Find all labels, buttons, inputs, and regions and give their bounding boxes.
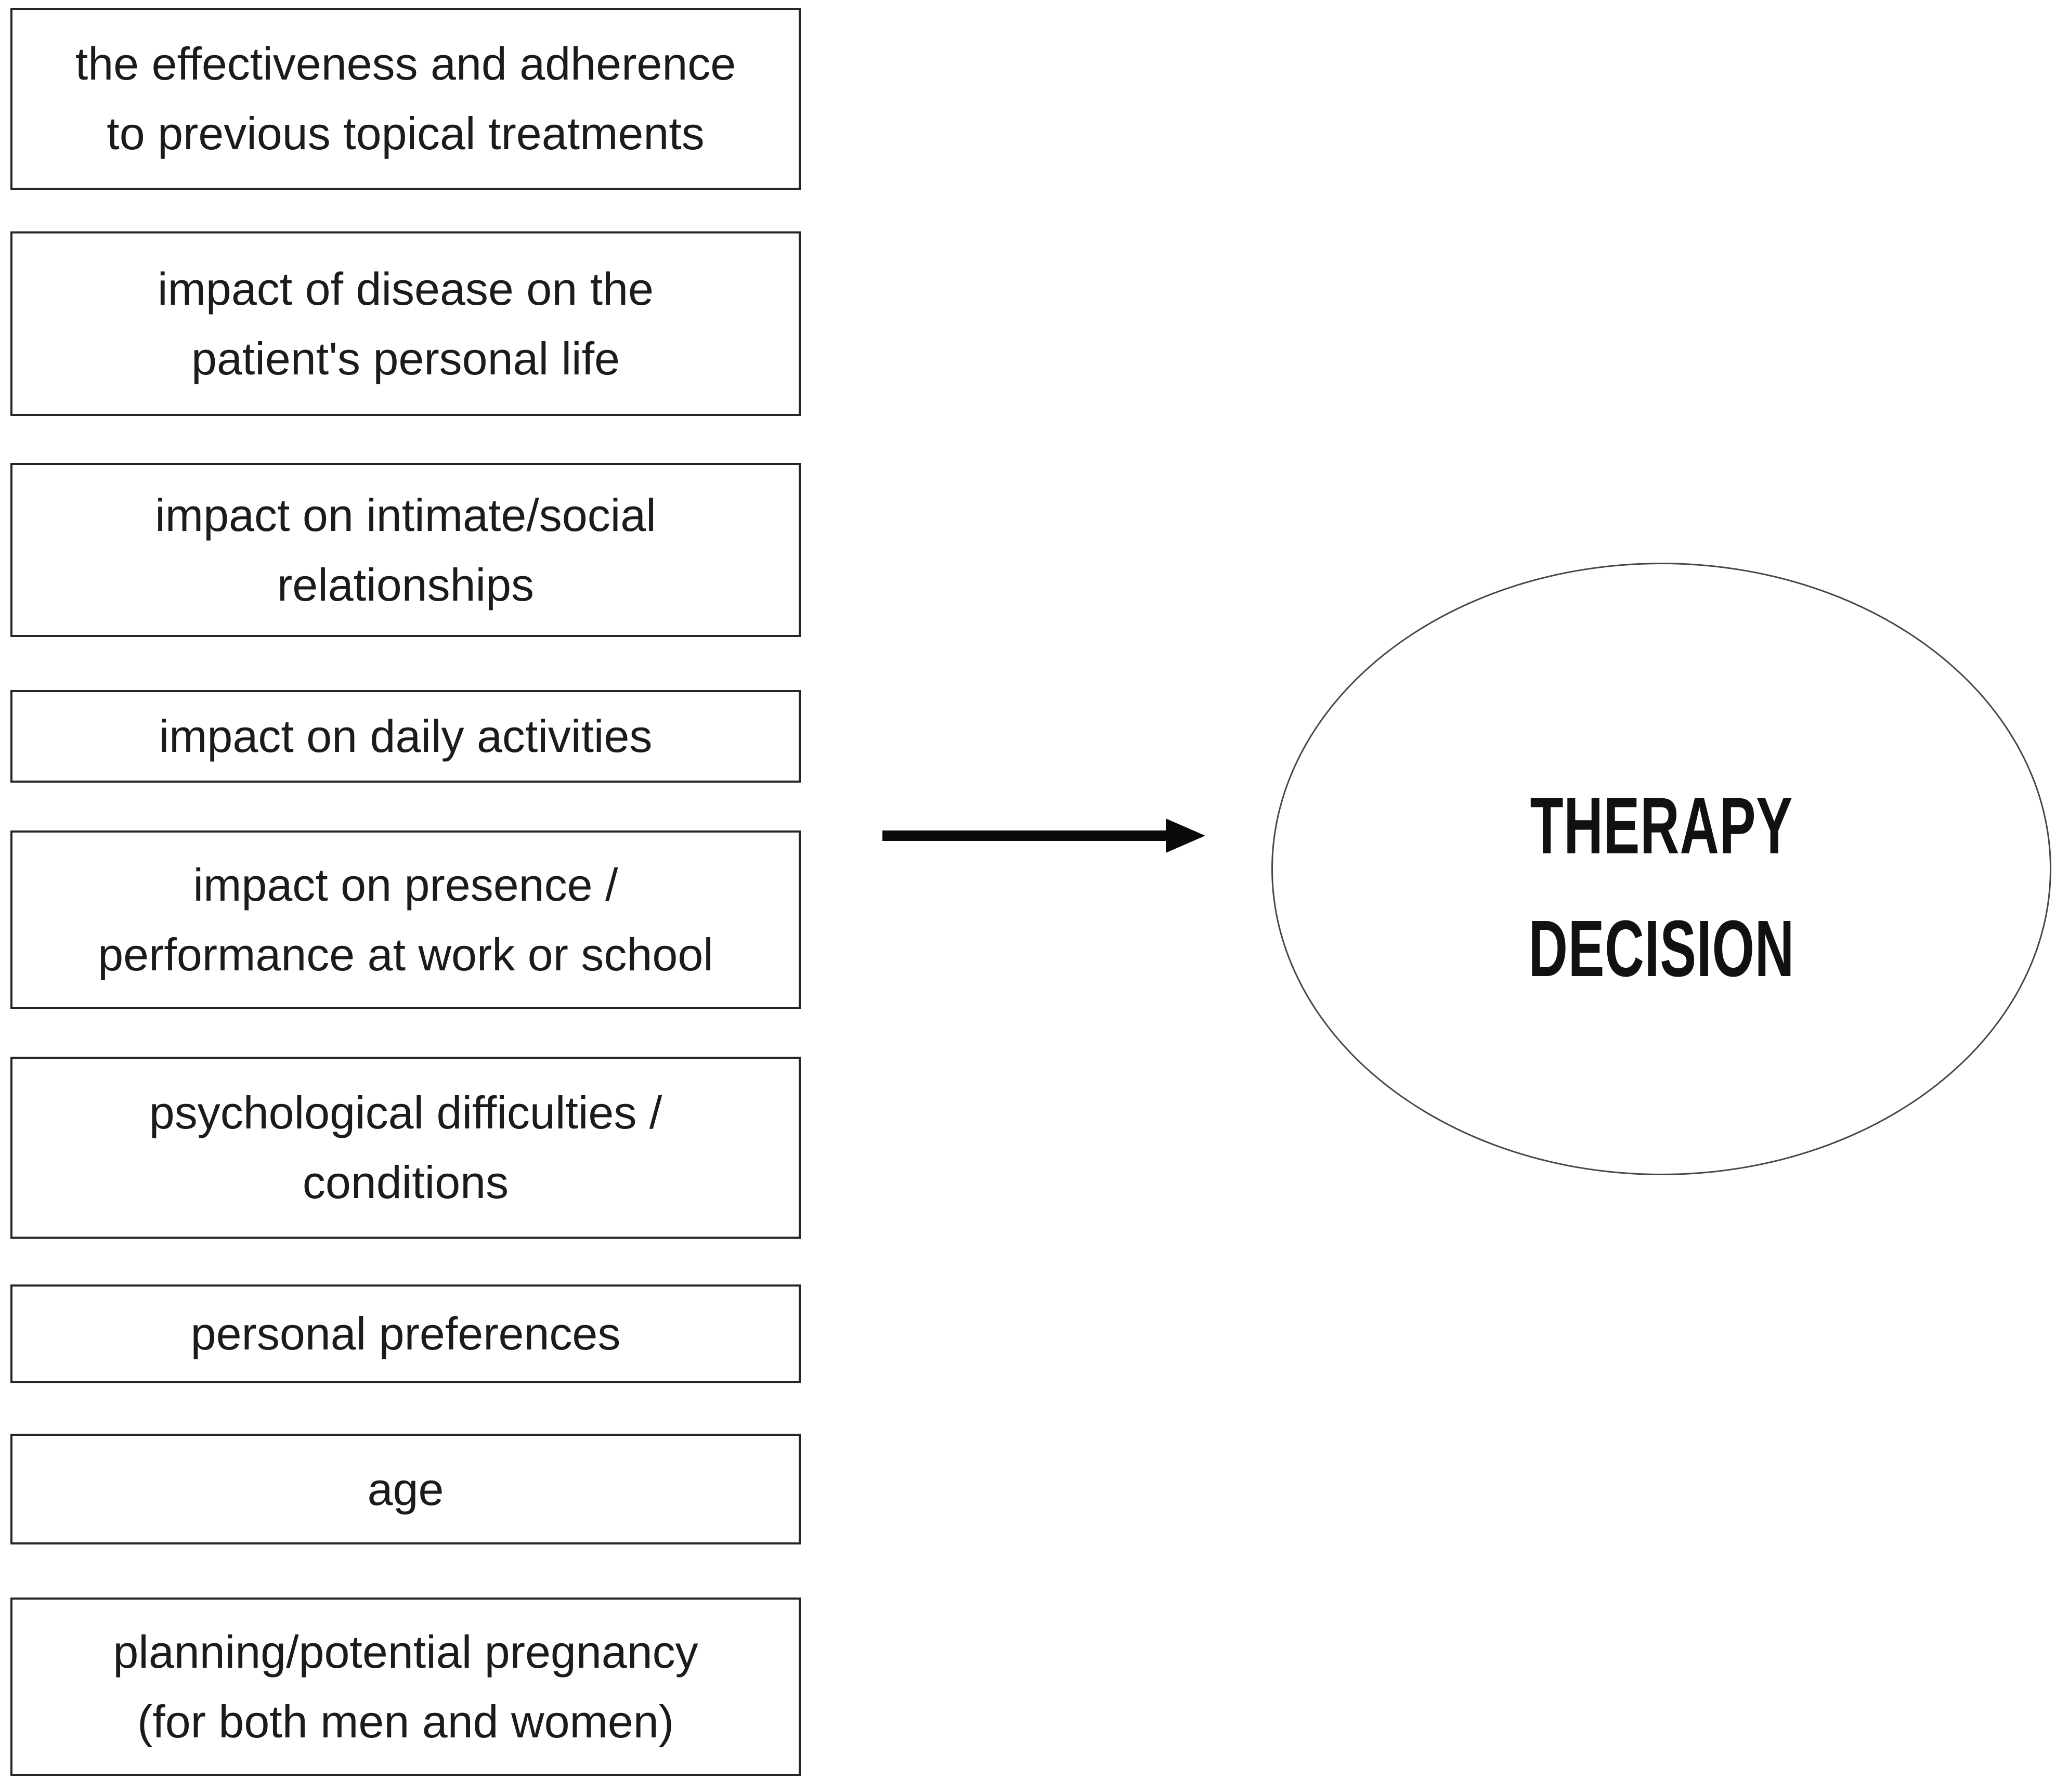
factor-line: impact on daily activities	[159, 710, 653, 762]
factor-line: to previous topical treatments	[107, 108, 705, 159]
factor-box-pregnancy: planning/potential pregnancy (for both m…	[10, 1598, 801, 1776]
factor-line: relationships	[277, 559, 535, 611]
factor-line: patient's personal life	[191, 332, 620, 384]
factor-box-personal-life: impact of disease on the patient's perso…	[10, 231, 801, 416]
factor-box-work-school: impact on presence / performance at work…	[10, 830, 801, 1009]
factor-line: planning/potential pregnancy	[113, 1626, 698, 1678]
ellipse-line: DECISION	[1528, 904, 1794, 993]
factor-line: impact on presence /	[193, 859, 618, 911]
factor-box-preferences: personal preferences	[10, 1284, 801, 1383]
factor-line: personal preferences	[190, 1308, 621, 1359]
factor-line: the effectiveness and adherence	[75, 38, 736, 89]
factor-line: age	[367, 1463, 444, 1515]
arrow-shaft	[882, 830, 1168, 841]
factor-line: impact of disease on the	[158, 263, 654, 315]
factor-box-age: age	[10, 1434, 801, 1544]
therapy-decision-label: THERAPY DECISION	[1528, 764, 1794, 1010]
factor-box-relationships: impact on intimate/social relationships	[10, 463, 801, 637]
ellipse-line: THERAPY	[1530, 781, 1793, 871]
factor-line: (for both men and women)	[137, 1695, 674, 1747]
factor-line: psychological difficulties /	[149, 1087, 662, 1138]
factor-line: performance at work or school	[98, 928, 713, 980]
factor-box-psychological: psychological difficulties / conditions	[10, 1057, 801, 1239]
therapy-decision-ellipse: THERAPY DECISION	[1271, 563, 2051, 1175]
factor-line: impact on intimate/social	[155, 489, 656, 541]
factor-line: conditions	[302, 1157, 509, 1208]
factor-box-daily-activities: impact on daily activities	[10, 690, 801, 783]
factor-box-topical-treatments: the effectiveness and adherence to previ…	[10, 8, 801, 190]
arrow-head-icon	[1166, 819, 1205, 853]
